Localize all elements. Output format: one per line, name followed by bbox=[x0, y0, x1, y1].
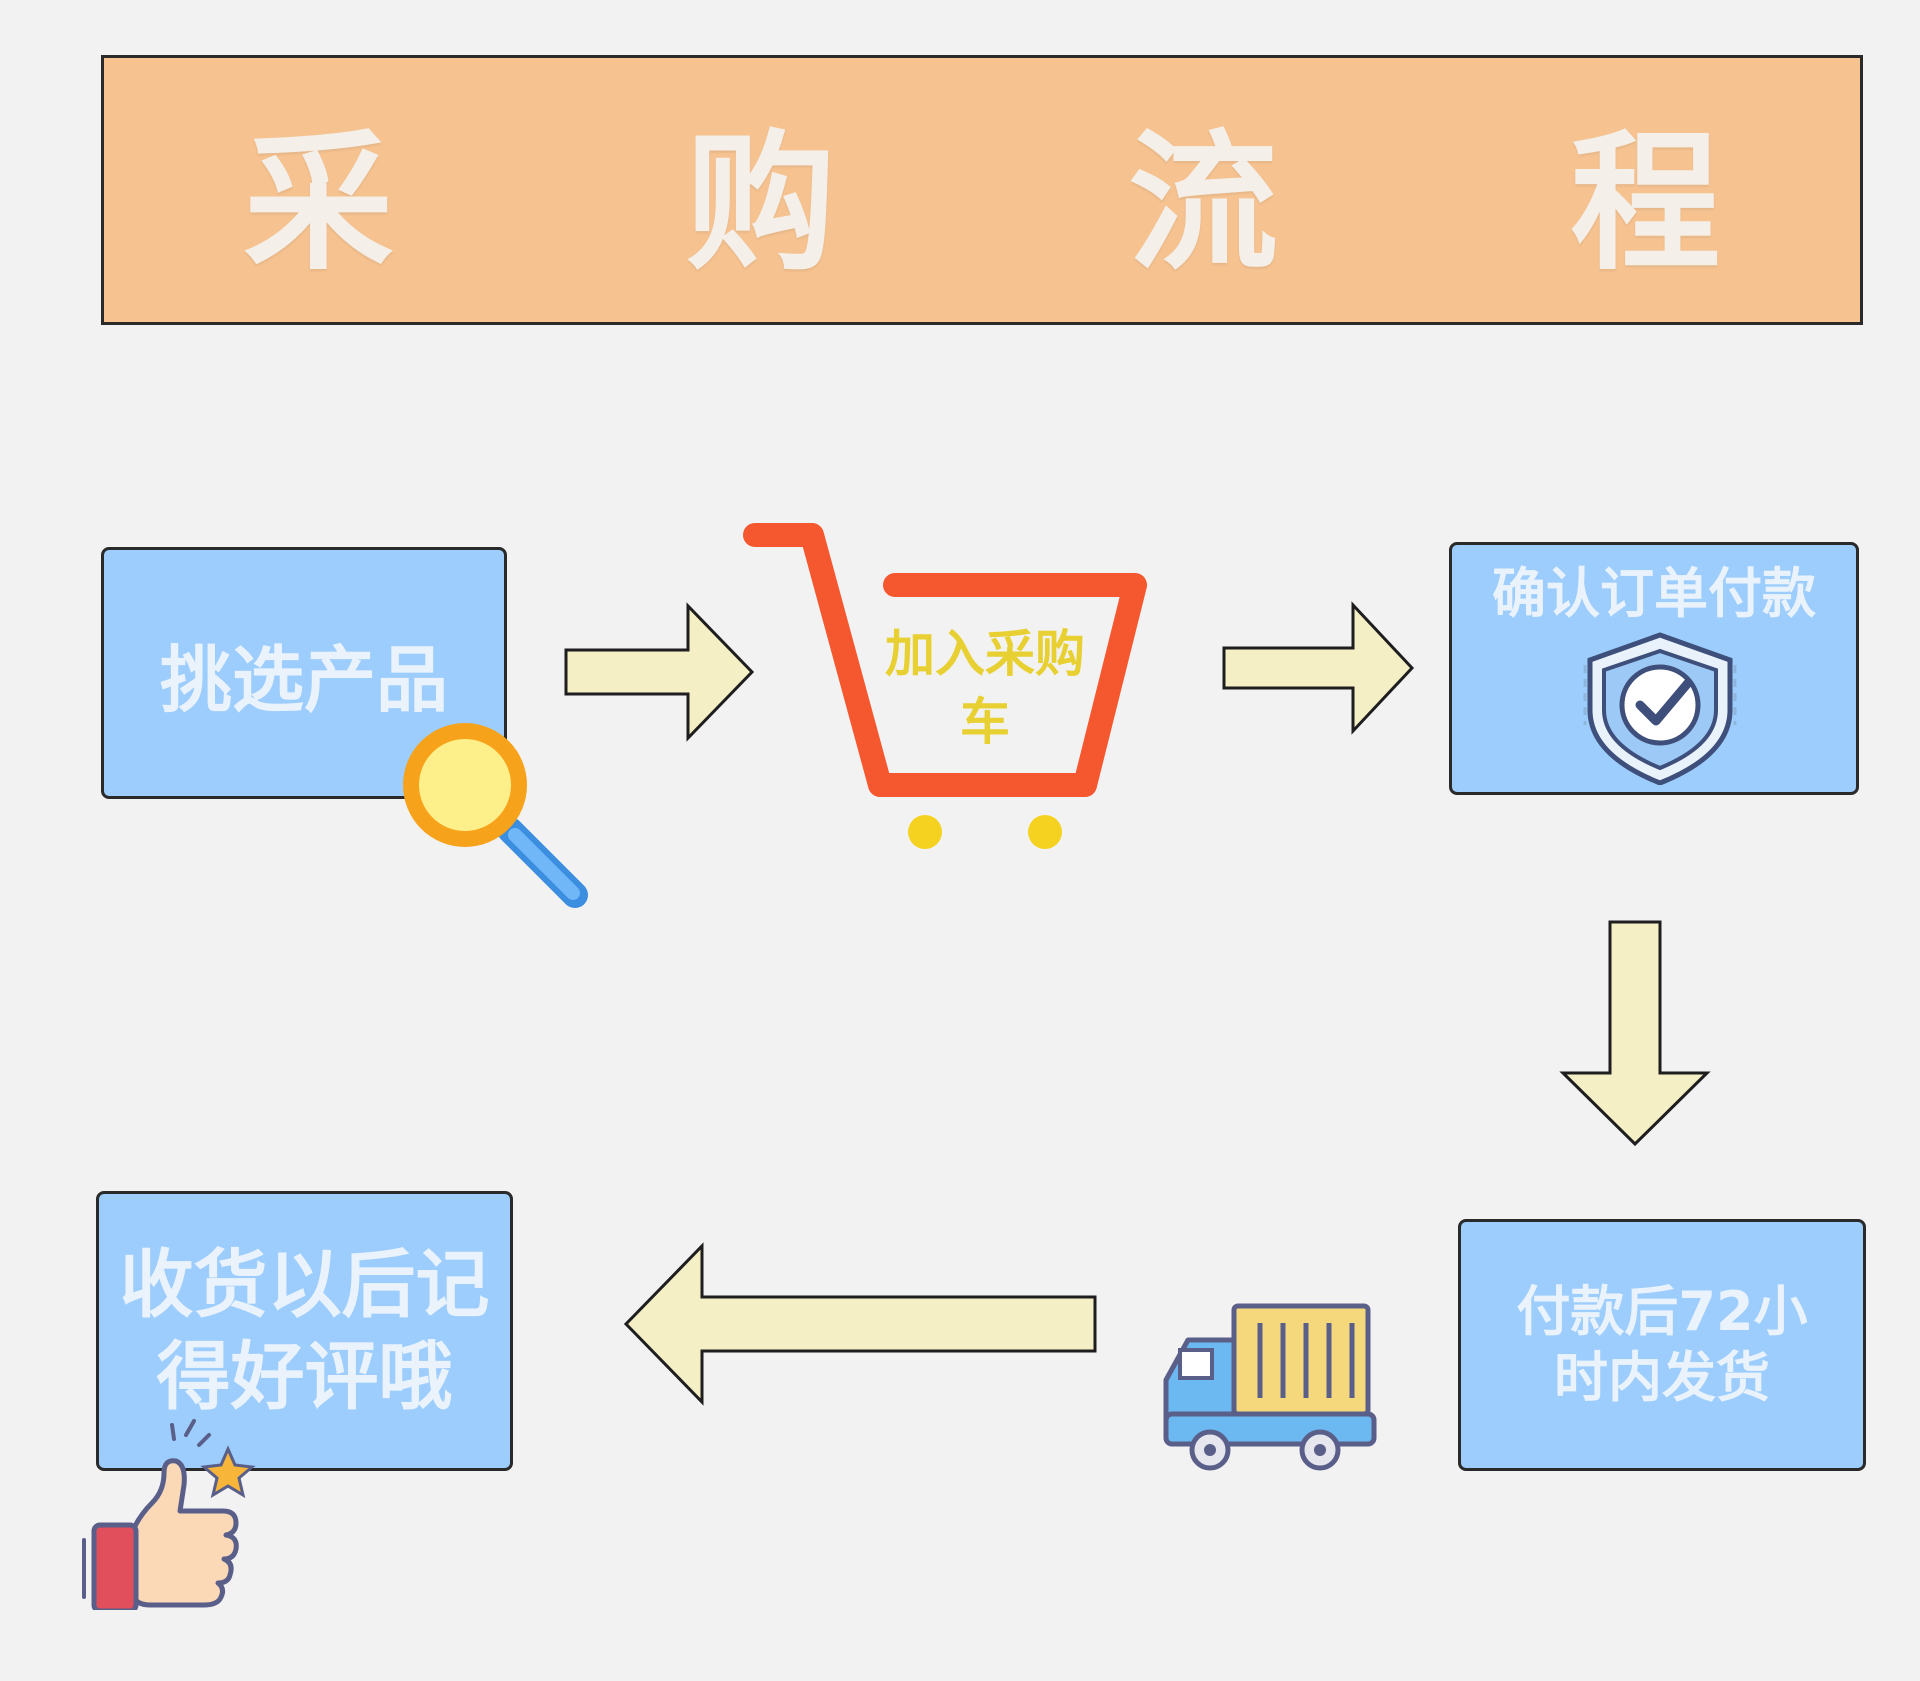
step-review: 收货以后记得好评哦 bbox=[96, 1191, 513, 1471]
title-banner: 采 购 流 程 bbox=[101, 55, 1863, 325]
page-title: 采 购 流 程 bbox=[243, 116, 1841, 291]
arrow-right-1 bbox=[564, 602, 755, 742]
step-ship: 付款后72小时内发货 bbox=[1458, 1219, 1866, 1471]
magnifier-icon bbox=[403, 723, 588, 908]
arrow-down bbox=[1559, 920, 1711, 1147]
step-confirm-payment: 确认订单付款 bbox=[1449, 542, 1859, 795]
arrow-right-2 bbox=[1222, 601, 1415, 735]
step-select-product: 挑选产品 bbox=[101, 547, 507, 799]
step-add-to-cart-label: 加入采购车 bbox=[885, 625, 1085, 751]
thumbs-up-icon bbox=[82, 1419, 256, 1610]
step-review-label: 收货以后记得好评哦 bbox=[119, 1242, 490, 1420]
step-select-product-label: 挑选产品 bbox=[159, 637, 448, 722]
step-confirm-payment-label: 确认订单付款 bbox=[1492, 562, 1816, 625]
shield-check-icon bbox=[1583, 632, 1737, 785]
arrow-left bbox=[623, 1242, 1097, 1406]
step-ship-label: 付款后72小时内发货 bbox=[1516, 1280, 1808, 1409]
truck-icon bbox=[1163, 1303, 1377, 1471]
shopping-cart-icon bbox=[743, 523, 1147, 849]
